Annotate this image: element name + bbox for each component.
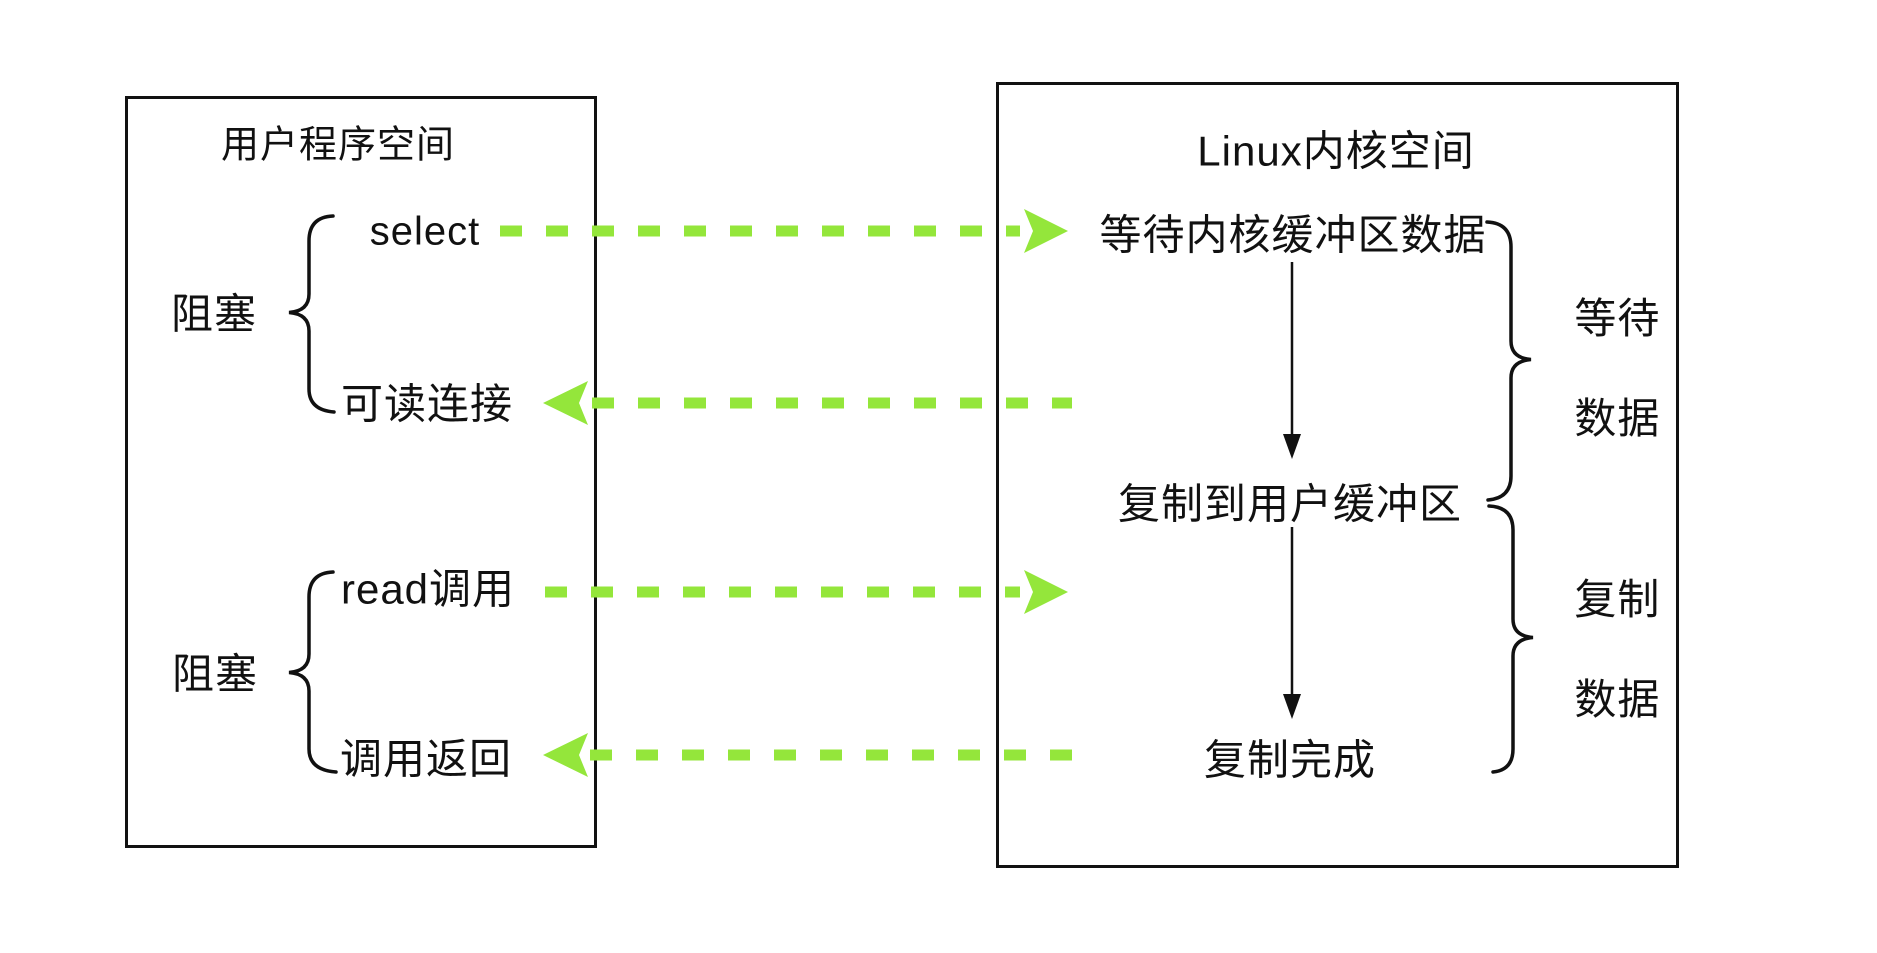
blocking-label-top: 阻塞 — [170, 290, 258, 338]
phase-copy-data-label: 复制 数据 — [1524, 525, 1661, 775]
step-copy-to-user-buffer-label: 复制到用户缓冲区 — [1117, 480, 1463, 528]
phase-copy-data-line1: 复制 — [1574, 576, 1661, 623]
readable-connection-label: 可读连接 — [340, 380, 514, 428]
flow-arrow-copy-to-done-head — [1283, 694, 1301, 719]
blocking-brace-bottom — [288, 570, 338, 774]
blocking-label-bottom: 阻塞 — [171, 650, 259, 698]
read-call-label: read调用 — [340, 565, 516, 613]
kernel-space-box — [996, 82, 1679, 868]
blocking-brace-top — [288, 214, 336, 414]
phase-wait-data-line2: 数据 — [1574, 395, 1661, 442]
select-label: select — [369, 209, 481, 254]
wait-data-brace — [1485, 220, 1532, 502]
user-space-title: 用户程序空间 — [220, 124, 456, 167]
call-return-arrow-head — [543, 733, 588, 777]
kernel-space-title: Linux内核空间 — [1197, 127, 1475, 175]
phase-wait-data-line1: 等待 — [1574, 295, 1661, 342]
read-call-arrow-head — [1024, 570, 1068, 614]
phase-copy-data-line2: 数据 — [1574, 676, 1661, 723]
step-copy-done-label: 复制完成 — [1203, 736, 1377, 784]
flow-arrow-wait-to-copy-head — [1283, 434, 1301, 459]
call-return-label: 调用返回 — [339, 735, 513, 783]
select-call-arrow-head — [1024, 209, 1068, 253]
copy-data-brace — [1487, 504, 1534, 774]
user-space-box — [125, 96, 597, 848]
readable-return-arrow-head — [543, 381, 588, 425]
step-wait-kernel-buffer-label: 等待内核缓冲区数据 — [1099, 211, 1487, 259]
phase-wait-data-label: 等待 数据 — [1524, 244, 1661, 494]
